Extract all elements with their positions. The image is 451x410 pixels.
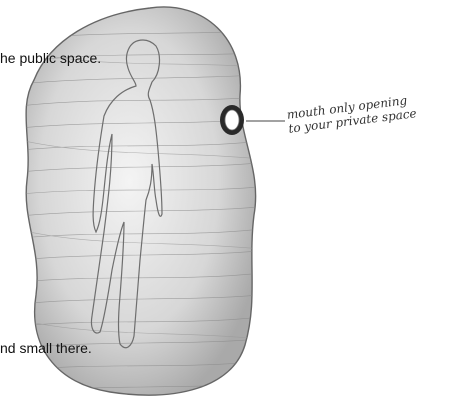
caption-top: he public space.: [0, 50, 101, 66]
caption-bottom: nd small there.: [0, 340, 92, 356]
mouth-opening-icon: [220, 105, 244, 135]
